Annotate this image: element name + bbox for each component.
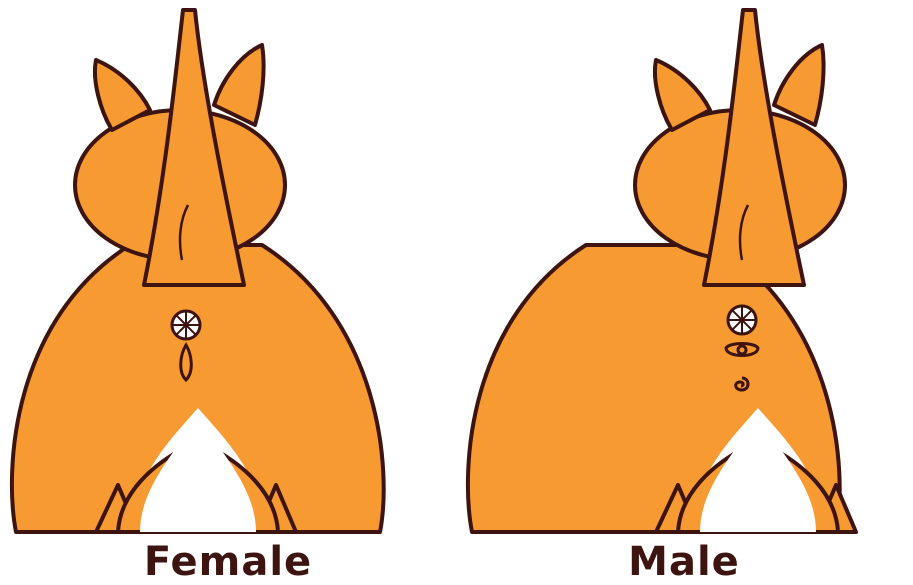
male-kitten-rear-illustration — [456, 0, 912, 540]
anus — [728, 306, 756, 334]
male-label: Male — [456, 540, 912, 584]
female-kitten-rear-illustration — [0, 0, 456, 540]
male-kitten-panel: Male — [456, 0, 912, 584]
anus — [172, 311, 200, 339]
female-label: Female — [0, 540, 456, 584]
female-kitten-panel: Female — [0, 0, 456, 584]
